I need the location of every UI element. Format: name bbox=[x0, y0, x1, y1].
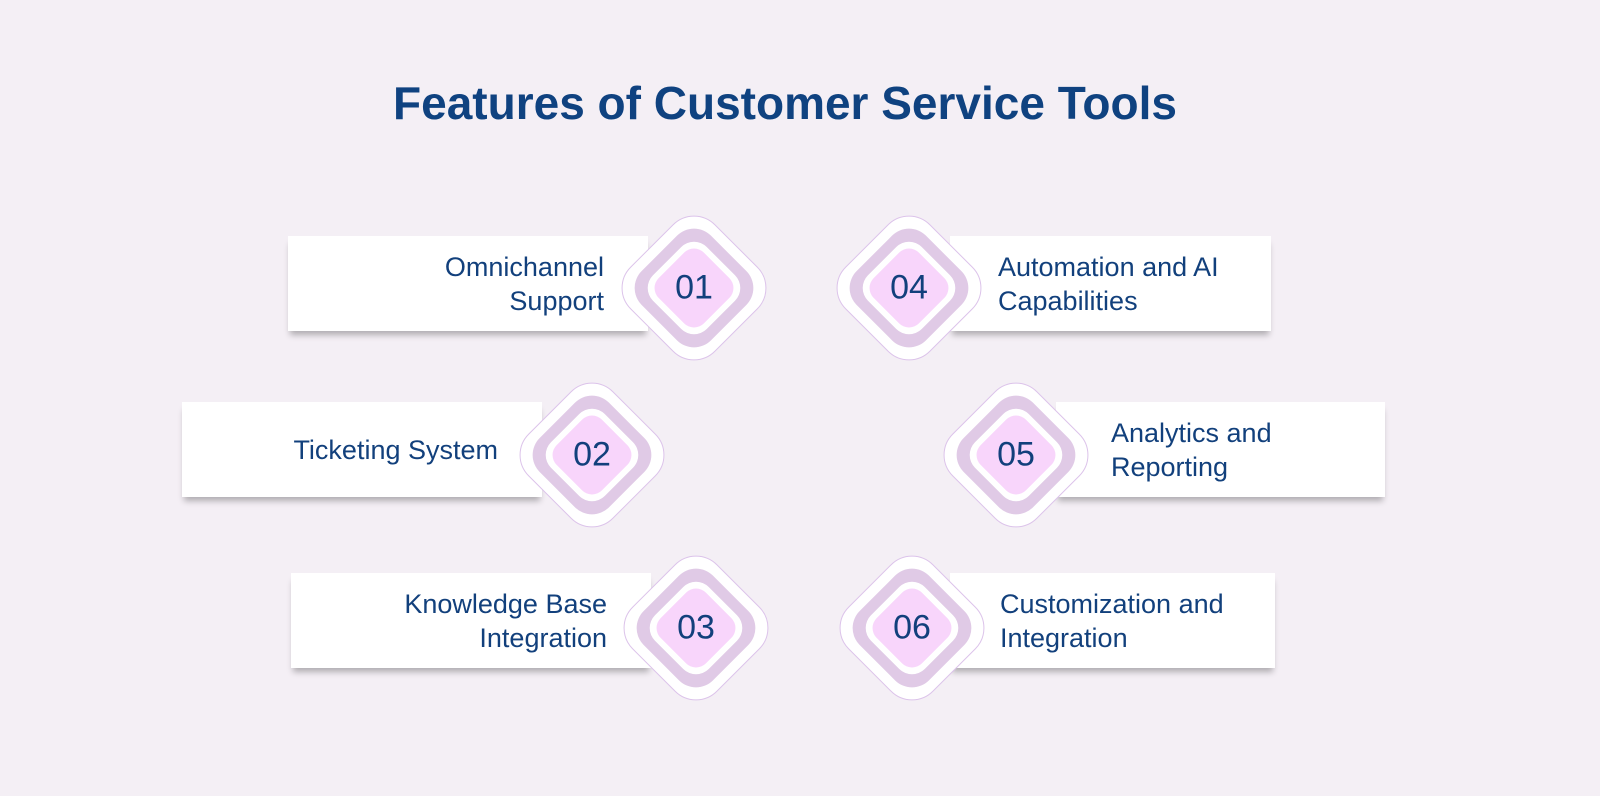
feature-label: Customization and Integration bbox=[1000, 588, 1224, 653]
badge-number: 06 bbox=[893, 608, 931, 647]
badge-number: 05 bbox=[997, 435, 1035, 474]
badge-number: 03 bbox=[677, 608, 715, 647]
feature-card-04: Automation and AI Capabilities bbox=[950, 236, 1271, 331]
feature-label: Analytics and Reporting bbox=[1111, 417, 1272, 482]
feature-card-01: Omnichannel Support bbox=[288, 236, 648, 331]
feature-label: Knowledge Base Integration bbox=[404, 588, 607, 653]
feature-card-02: Ticketing System bbox=[182, 402, 542, 497]
feature-card-03: Knowledge Base Integration bbox=[291, 573, 651, 668]
badge-number: 04 bbox=[890, 268, 928, 307]
feature-label: Ticketing System bbox=[293, 434, 498, 465]
feature-card-06: Customization and Integration bbox=[950, 573, 1275, 668]
feature-card-05: Analytics and Reporting bbox=[1056, 402, 1385, 497]
feature-label: Omnichannel Support bbox=[444, 251, 604, 316]
page-title: Features of Customer Service Tools bbox=[393, 77, 1177, 129]
badge-number: 01 bbox=[675, 268, 713, 307]
feature-label: Automation and AI Capabilities bbox=[998, 251, 1219, 316]
badge-number: 02 bbox=[573, 435, 611, 474]
